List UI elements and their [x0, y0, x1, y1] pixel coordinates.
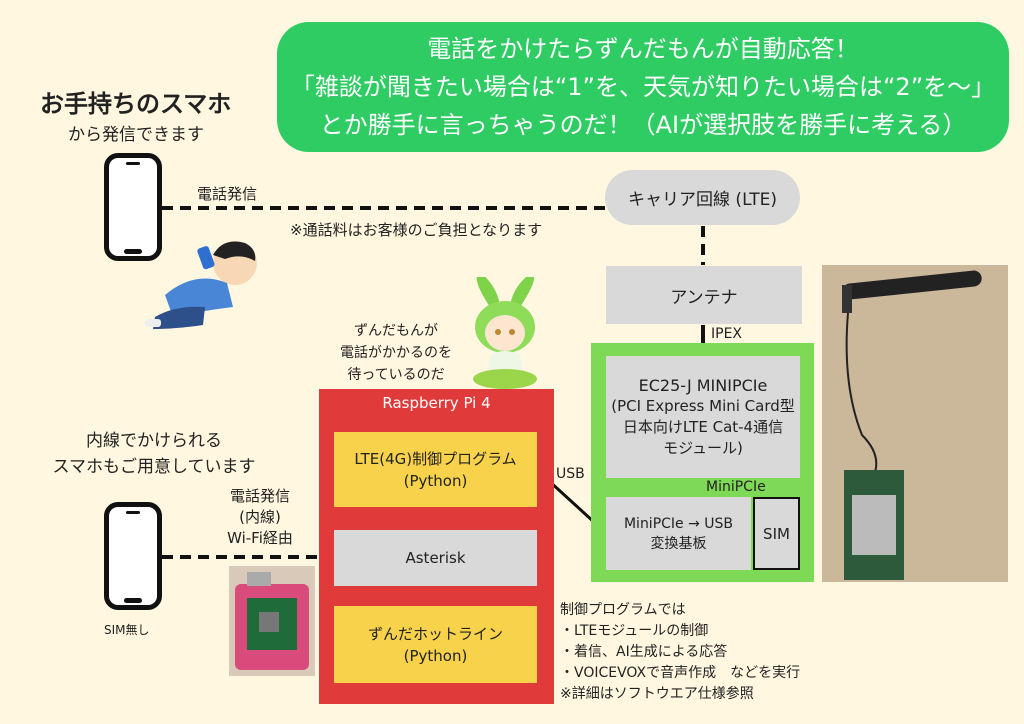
lte-program-line-2: (Python)	[403, 471, 468, 490]
sim-card: SIM	[753, 497, 800, 570]
own-phone-subtitle: から発信できます	[68, 125, 204, 145]
antenna-box: アンテナ	[606, 266, 802, 324]
zundamon-text-3: 待っているのだ	[347, 367, 445, 383]
ec25-title: EC25-J MINIPCIe	[638, 376, 768, 395]
ec25-desc-2: 日本向けLTE Cat-4通信	[622, 418, 784, 436]
converter-board: MiniPCIe → USB 変換基板	[606, 497, 751, 570]
notes-line-3: ・着信、AI生成による応答	[560, 644, 728, 660]
ec25-module: EC25-J MINIPCIe (PCI Express Mini Card型 …	[606, 356, 800, 478]
headline-banner: 電話をかけたらずんだもんが自動応答！ 「雑談が聞きたい場合は“1”を、天気が知り…	[277, 22, 1009, 152]
banner-line-3: とか勝手に言っちゃうのだ！（AIが選択肢を勝手に考える）	[319, 111, 967, 139]
zundamon-character-icon	[473, 277, 537, 389]
asterisk-box: Asterisk	[334, 530, 537, 586]
zunda-hotline: ずんだホットライン (Python)	[334, 606, 537, 683]
notes-line-5: ※詳細はソフトウエア仕様参照	[560, 686, 754, 702]
zundamon-text-2: 電話がかかるのを	[340, 345, 452, 361]
extension-smartphone-icon	[104, 502, 162, 610]
hotline-line-2: (Python)	[403, 646, 468, 665]
banner-line-2: 「雑談が聞きたい場合は“1”を、天気が知りたい場合は“2”を〜」	[290, 73, 996, 101]
banner-line-1: 電話をかけたらずんだもんが自動応答！	[427, 35, 859, 63]
extension-line-2: スマホもご用意しています	[52, 457, 256, 477]
zundamon-text: ずんだもんが 電話がかかるのを 待っているのだ	[336, 320, 456, 386]
own-phone-title: お手持ちのスマホ	[40, 90, 232, 118]
raspberry-pi-label: Raspberry Pi 4	[382, 394, 491, 412]
extension-call-label: 電話発信 (内線) Wi-Fi経由	[212, 486, 308, 549]
notes-line-4: ・VOICEVOXで音声作成 などを実行	[560, 665, 801, 681]
ec25-desc-1: (PCI Express Mini Card型	[611, 397, 795, 415]
ipex-label: IPEX	[711, 326, 743, 342]
lte-program-line-1: LTE(4G)制御プログラム	[354, 449, 517, 468]
notes-line-1: 制御プログラムでは	[560, 602, 686, 618]
program-notes: 制御プログラムでは ・LTEモジュールの制御 ・着信、AI生成による応答 ・VO…	[560, 600, 800, 705]
extension-line-1: 内線でかけられる	[86, 431, 222, 451]
call-label: 電話発信	[197, 185, 258, 203]
ext-call-line-3: Wi-Fi経由	[227, 529, 293, 547]
hotline-line-1: ずんだホットライン	[367, 624, 503, 643]
converter-line-1: MiniPCIe → USB	[623, 515, 734, 532]
extension-text: 内線でかけられる スマホもご用意しています	[34, 428, 274, 480]
no-sim-label: SIM無し	[104, 623, 150, 637]
ext-call-line-1: 電話発信	[229, 487, 290, 505]
notes-line-2: ・LTEモジュールの制御	[560, 623, 709, 639]
converter-line-2: 変換基板	[650, 535, 707, 552]
usb-label: USB	[556, 466, 585, 482]
fee-note: ※通話料はお客様のご負担となります	[290, 221, 543, 239]
ec25-desc-3: モジュール)	[663, 439, 743, 457]
carrier-network: キャリア回線 (LTE)	[605, 170, 800, 225]
lte-module-photo	[822, 265, 1008, 582]
smartphone-icon	[104, 153, 162, 261]
zundamon-text-1: ずんだもんが	[354, 323, 438, 339]
ext-call-line-2: (内線)	[239, 508, 281, 526]
raspberry-pi-photo	[229, 566, 315, 676]
person-on-phone-icon	[145, 241, 257, 329]
lte-control-program: LTE(4G)制御プログラム (Python)	[334, 432, 537, 507]
minipcie-label: MiniPCIe	[706, 479, 766, 495]
